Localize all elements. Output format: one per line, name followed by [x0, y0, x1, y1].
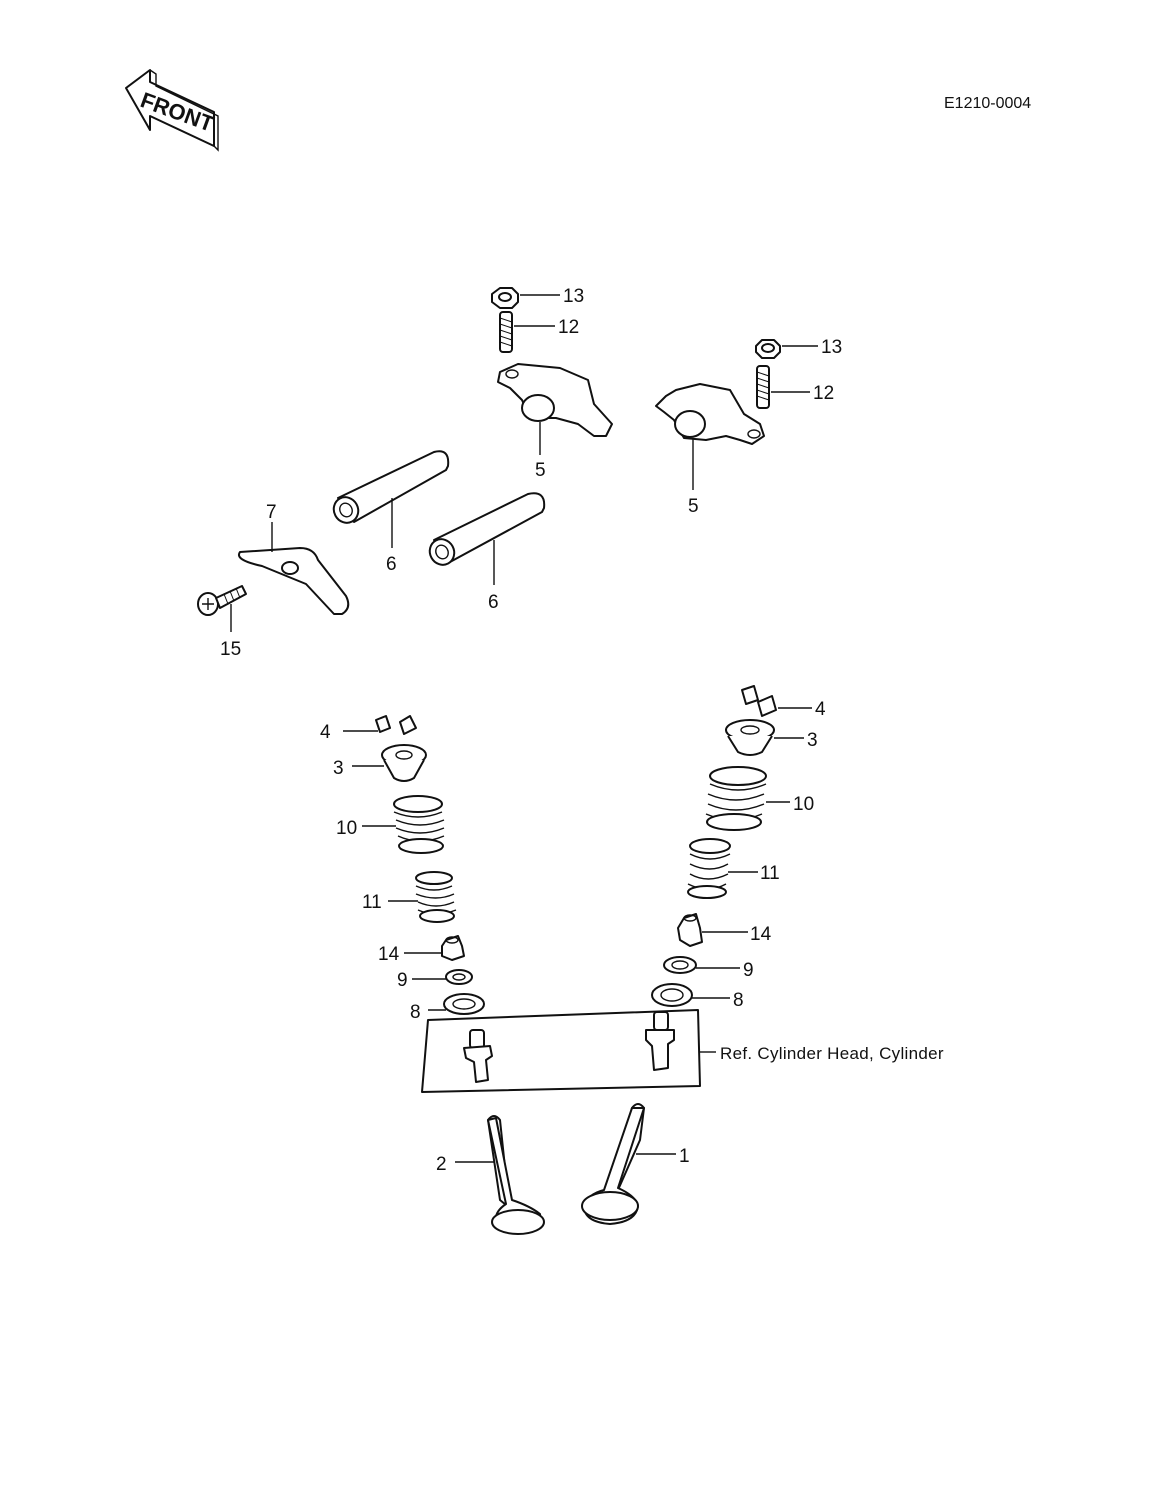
- stud-12-right: [756, 365, 770, 409]
- spring-retainer-3-left: [381, 744, 427, 782]
- screw-15: [197, 585, 247, 616]
- callout-2: 2: [436, 1154, 447, 1175]
- callout-3-right: 3: [807, 730, 818, 751]
- callout-11-left: 11: [362, 892, 382, 913]
- callout-11-right: 11: [760, 863, 780, 884]
- callout-12-right: 12: [813, 383, 834, 404]
- valve-2-exhaust: [487, 1115, 545, 1235]
- rocker-arm-5-right: [655, 383, 765, 445]
- callout-5-left: 5: [535, 460, 546, 481]
- callout-13-left: 13: [563, 286, 584, 307]
- stem-seal-14-left: [441, 935, 465, 961]
- reference-note: Ref. Cylinder Head, Cylinder: [720, 1044, 944, 1063]
- rocker-arm-5-left: [497, 363, 613, 437]
- spring-seat-8-left: [443, 993, 485, 1015]
- callout-10-right: 10: [793, 794, 814, 815]
- valve-guide-left: [463, 1029, 493, 1083]
- callout-8-right: 8: [733, 990, 744, 1011]
- outer-spring-10-left: [393, 795, 445, 854]
- callout-1: 1: [679, 1146, 690, 1167]
- stud-12-left: [499, 311, 513, 353]
- callout-12-left: 12: [558, 317, 579, 338]
- callout-15: 15: [220, 639, 241, 660]
- plate-7: [238, 547, 350, 615]
- cotter-4-right: [741, 685, 777, 717]
- valve-1-intake: [581, 1103, 645, 1225]
- callout-7: 7: [266, 502, 277, 523]
- washer-9-right: [663, 956, 697, 974]
- callout-8-left: 8: [410, 1002, 421, 1023]
- spring-seat-8-right: [651, 983, 693, 1007]
- callout-4-right: 4: [815, 699, 826, 720]
- callout-6-upper: 6: [386, 554, 397, 575]
- callout-9-left: 9: [397, 970, 408, 991]
- callout-6-lower: 6: [488, 592, 499, 613]
- callout-13-right: 13: [821, 337, 842, 358]
- inner-spring-11-right: [687, 838, 731, 899]
- washer-9-left: [445, 969, 473, 985]
- callout-4-left: 4: [320, 722, 331, 743]
- front-arrow-icon: FRONT: [125, 69, 219, 152]
- inner-spring-11-left: [415, 871, 457, 923]
- valve-guide-right: [645, 1011, 675, 1071]
- rocker-shaft-6-lower: [428, 492, 546, 566]
- nut-13-left: [491, 287, 519, 309]
- stem-seal-14-right: [677, 913, 703, 947]
- callout-9-right: 9: [743, 960, 754, 981]
- callout-10-left: 10: [336, 818, 357, 839]
- callout-3-left: 3: [333, 758, 344, 779]
- cylinder-head-reference-box: [421, 1009, 701, 1093]
- rocker-shaft-6-upper: [332, 450, 450, 524]
- callout-5-right: 5: [688, 496, 699, 517]
- outer-spring-10-right: [705, 766, 767, 831]
- callout-14-left: 14: [378, 944, 400, 965]
- callout-14-right: 14: [750, 924, 772, 945]
- spring-retainer-3-right: [725, 719, 775, 756]
- drawing-code: E1210-0004: [944, 95, 1031, 112]
- nut-13-right: [755, 339, 781, 359]
- cotter-4-left: [375, 715, 417, 735]
